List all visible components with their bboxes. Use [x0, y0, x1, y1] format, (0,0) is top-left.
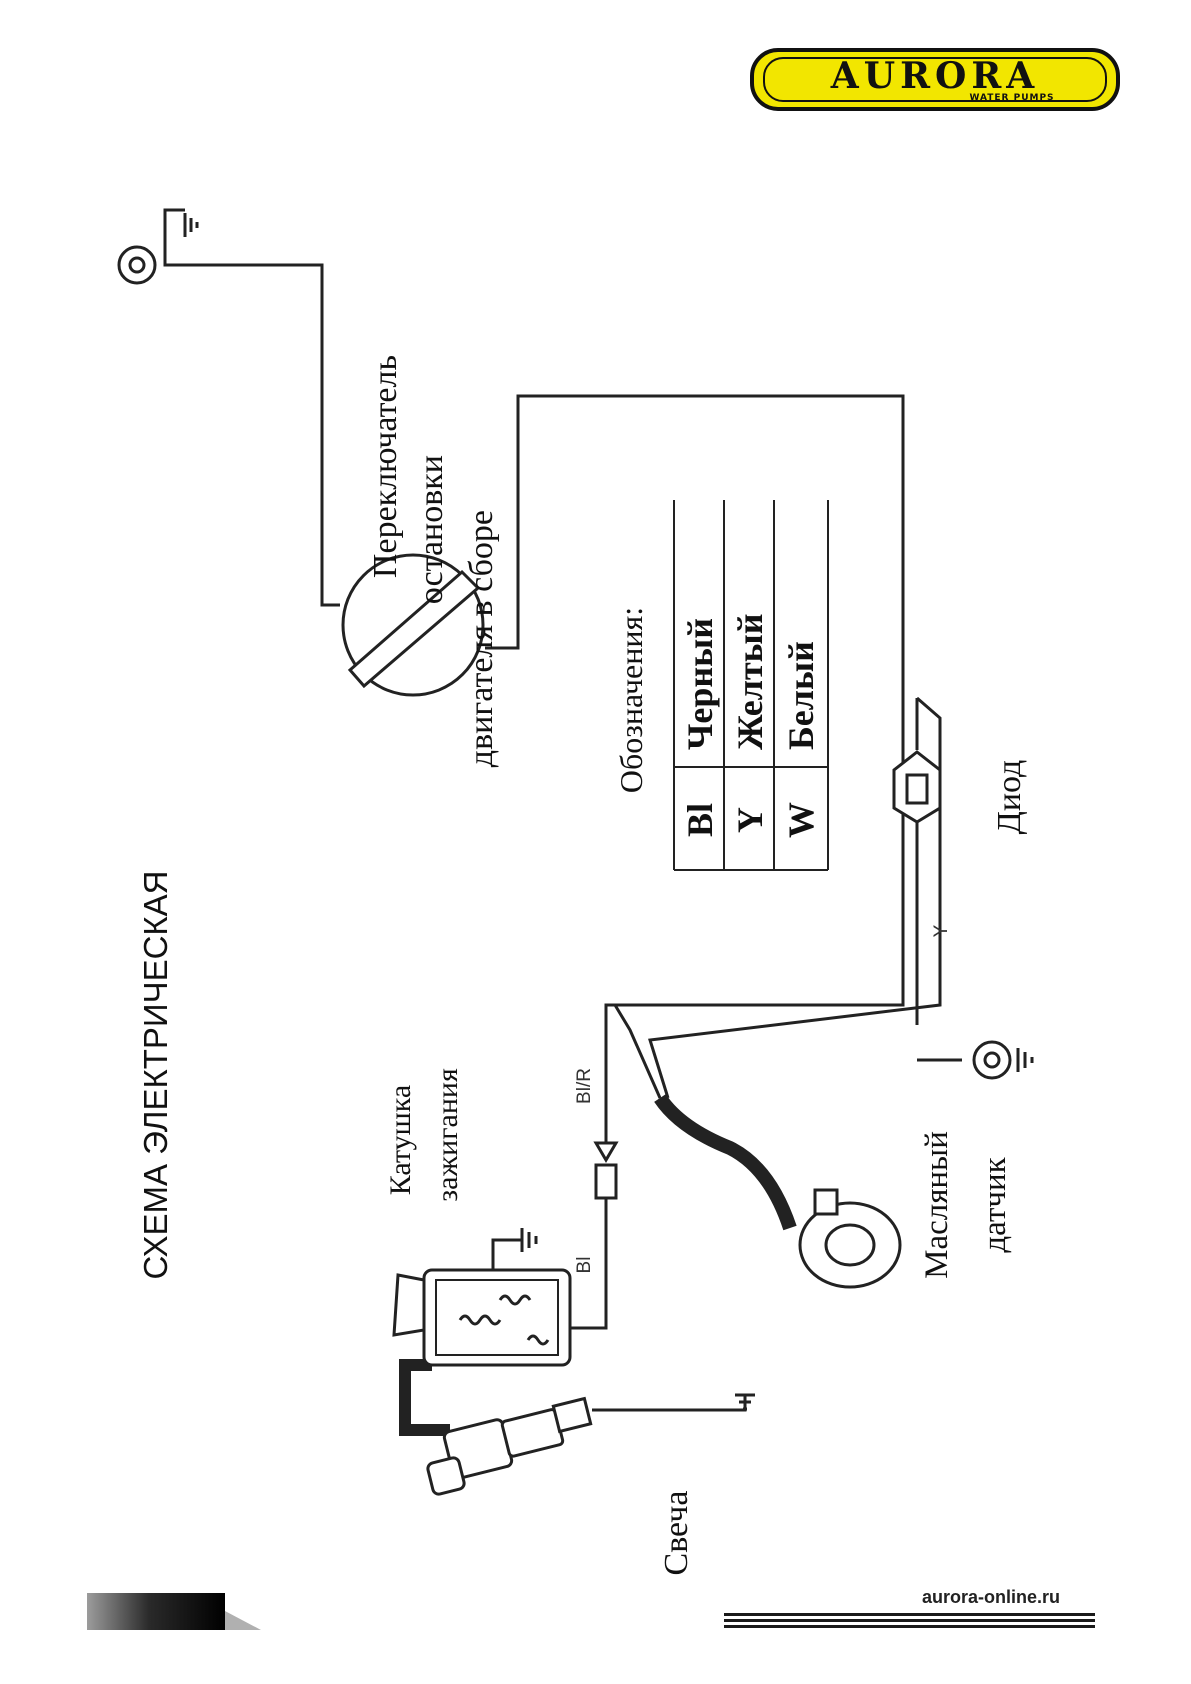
wire-label-bl: Bl: [574, 1257, 595, 1274]
svg-text:зажигания: зажигания: [431, 1068, 464, 1202]
svg-text:Масляный: Масляный: [919, 1131, 955, 1279]
bl-r-connector: [593, 1141, 619, 1200]
page-tab-bar-tail: [225, 1611, 261, 1630]
aurora-logo: AURORA WATER PUMPS: [750, 48, 1120, 111]
wire-labels: Bl Bl/R Y: [574, 924, 952, 1273]
legend-name-yellow: Желтый: [730, 614, 770, 750]
ignition-coil: [392, 1268, 572, 1367]
top-ground-terminal: [117, 208, 199, 285]
spark-plug-ground: [735, 1393, 755, 1411]
logo-tagline: WATER PUMPS: [969, 93, 1054, 103]
legend-code-w: W: [781, 802, 821, 838]
svg-text:Переключатель: Переключатель: [367, 355, 404, 578]
svg-text:остановки: остановки: [413, 455, 450, 604]
label-spark-plug: Свеча: [658, 1491, 695, 1576]
svg-text:датчик: датчик: [977, 1156, 1013, 1252]
wire-label-bl-r: Bl/R: [574, 1068, 595, 1104]
legend-title: Обозначения:: [613, 607, 649, 793]
wire-label-y: Y: [931, 924, 952, 937]
footer-rule-lines: [724, 1613, 1095, 1635]
legend-code-bl: Bl: [680, 803, 720, 837]
label-ignition-coil: Катушка зажигания: [384, 1068, 464, 1202]
label-diode: Диод: [991, 760, 1028, 835]
website-link[interactable]: aurora-online.ru: [921, 1587, 1060, 1607]
stop-switch: [341, 553, 485, 697]
diode-symbol: [892, 750, 942, 824]
logo-text: AURORA: [830, 55, 1039, 97]
legend: Обозначения: Bl Y W Черный Желтый Белый: [613, 500, 829, 871]
page-tab-bar: [87, 1593, 225, 1630]
label-stop-switch: Переключатель остановки двигателя в сбор…: [367, 355, 500, 767]
page-title: СХЕМА ЭЛЕКТРИЧЕСКАЯ: [137, 871, 174, 1280]
oil-sensor: [654, 1093, 902, 1289]
legend-code-y: Y: [730, 807, 770, 833]
legend-name-white: Белый: [781, 641, 821, 750]
svg-text:двигателя в сборе: двигателя в сборе: [463, 510, 500, 767]
oil-sensor-ground: [972, 1040, 1034, 1080]
svg-text:Катушка: Катушка: [384, 1085, 417, 1195]
coil-ground: [520, 1228, 538, 1252]
legend-name-black: Черный: [680, 618, 720, 750]
spark-plug: [426, 1396, 593, 1496]
label-oil-sensor: Масляный датчик: [919, 1131, 1013, 1279]
